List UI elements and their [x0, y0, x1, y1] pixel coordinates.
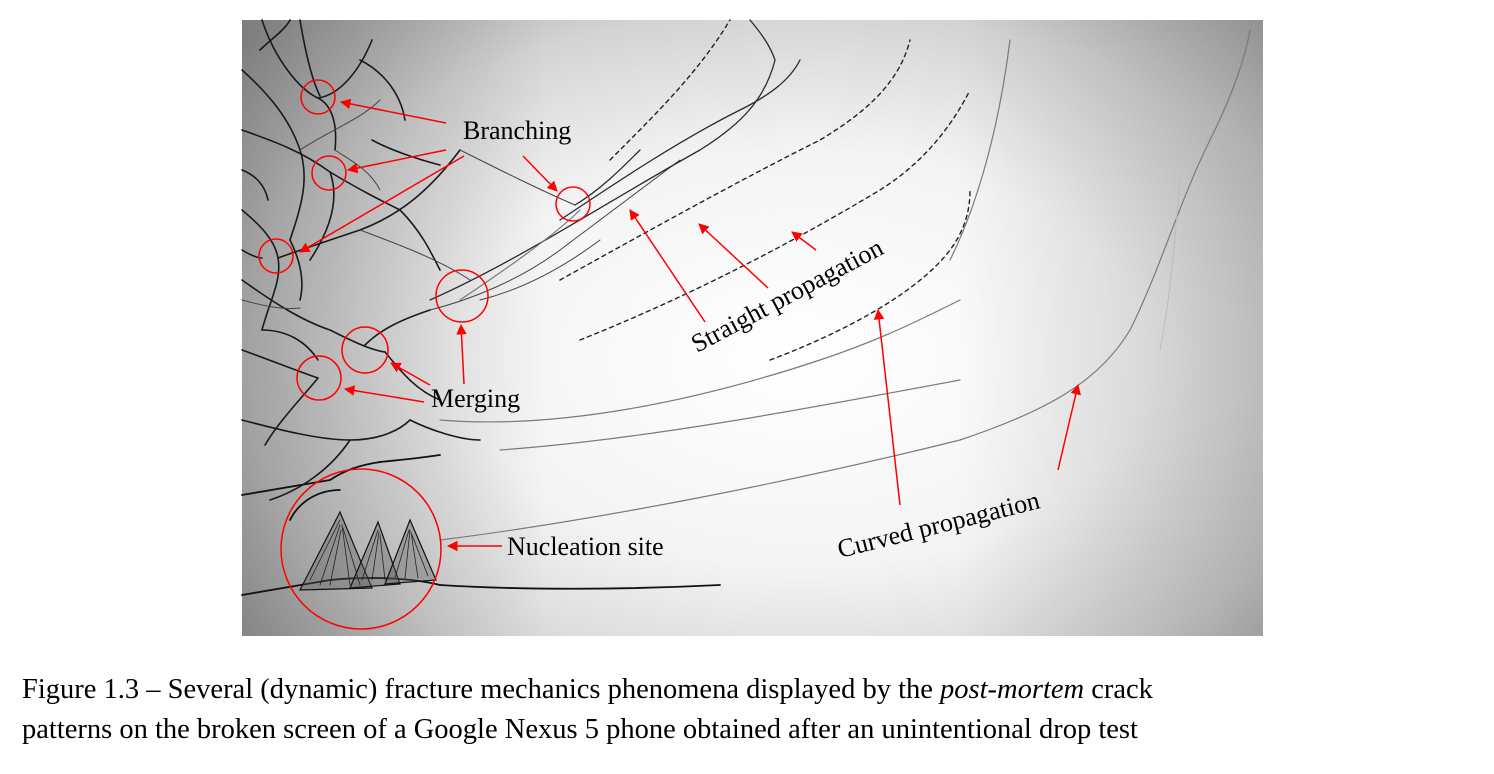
nucleation-circle [280, 468, 442, 630]
caption-text: Several (dynamic) fracture mechanics phe… [167, 674, 933, 705]
caption-line-1: Figure 1.3 – Several (dynamic) fracture … [22, 670, 1482, 710]
caption-italic: post-mortem [940, 674, 1085, 705]
merging-circle-2 [341, 326, 389, 374]
label-nucleation-site: Nucleation site [507, 532, 664, 561]
branching-circle-1 [300, 79, 336, 115]
cracked-screen-photo: Branching Merging Nucleation site Straig… [241, 19, 1263, 636]
label-branching: Branching [463, 116, 571, 145]
crack-network [241, 19, 1251, 596]
caption-line-2: patterns on the broken screen of a Googl… [22, 714, 1138, 745]
branching-circle-2 [311, 155, 347, 191]
figure-caption: Figure 1.3 – Several (dynamic) fracture … [22, 670, 1482, 750]
label-merging: Merging [431, 384, 520, 413]
caption-label: Figure 1.3 [22, 674, 140, 705]
branching-circle-4 [555, 186, 591, 222]
caption-separator: – [146, 674, 161, 705]
caption-text-end: crack [1091, 674, 1153, 705]
merging-circle-3 [296, 355, 342, 401]
annotation-arrows [299, 98, 1081, 552]
annotation-circles [258, 79, 591, 630]
merging-circle-1 [435, 269, 489, 323]
branching-circle-3 [258, 238, 294, 274]
